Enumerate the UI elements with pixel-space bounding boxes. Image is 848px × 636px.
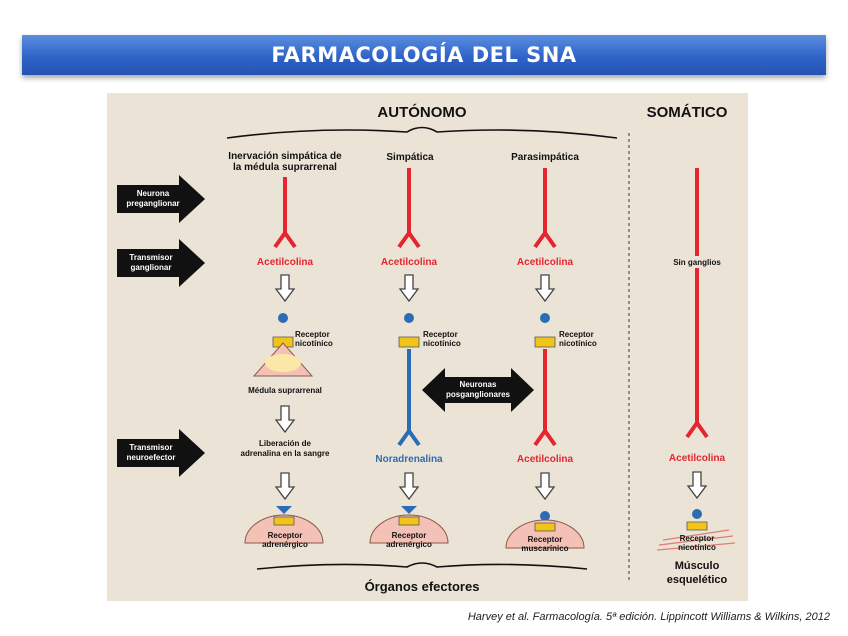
noradrenalina-label: Noradrenalina [375,454,443,465]
svg-text:ganglionar: ganglionar [131,263,172,272]
adrenalina-molecule [276,506,292,514]
nicotinic-receptor [272,336,294,348]
svg-text:preganglionar: preganglionar [126,199,179,208]
musculo-l2: esquelético [667,574,728,586]
medula-label: Médula suprarrenal [248,386,322,395]
svg-text:Acetilcolina: Acetilcolina [517,257,574,268]
svg-text:Receptor: Receptor [268,531,303,540]
row-transmisor-neuroefector: Transmisor neuroefector [117,429,205,477]
row-neurona-preganglionar: Neurona preganglionar [117,175,205,223]
row-transmisor-ganglionar: Transmisor ganglionar [117,239,205,287]
organos-label: Órganos efectores [365,579,480,594]
svg-text:Receptor: Receptor [680,534,715,543]
col-simpatica: Simpática [386,152,434,163]
svg-text:Receptor: Receptor [528,535,563,544]
muscarinic-receptor [534,522,556,532]
sin-ganglios-label: Sin ganglios [673,258,721,267]
svg-text:posganglionares: posganglionares [446,390,511,399]
col-medula-pathway: Acetilcolina Receptor nicotínico Médula … [241,177,333,549]
col-medula-l2: la médula suprarrenal [233,162,337,173]
svg-text:nicotínico: nicotínico [559,339,597,348]
svg-text:Transmisor: Transmisor [129,253,172,262]
page-title: FARMACOLOGÍA DEL SNA [271,43,577,67]
svg-text:Neurona: Neurona [137,189,170,198]
svg-text:Neuronas: Neuronas [460,380,497,389]
diagram-canvas: AUTÓNOMO SOMÁTICO Inervación simpática d… [117,103,736,594]
svg-text:muscarínico: muscarínico [521,544,568,553]
sna-diagram: AUTÓNOMO SOMÁTICO Inervación simpática d… [107,93,748,601]
svg-text:adrenalina en la sangre: adrenalina en la sangre [241,449,330,458]
neuronas-posganglionares: Neuronas posganglionares [422,368,534,412]
section-autonomo: AUTÓNOMO [377,103,466,121]
svg-text:Acetilcolina: Acetilcolina [381,257,438,268]
musculo-l1: Músculo [675,560,720,572]
adrenergic-receptor [273,516,295,526]
svg-text:Acetilcolina: Acetilcolina [669,453,726,464]
svg-text:Transmisor: Transmisor [129,443,172,452]
col-somatico-pathway: Sin ganglios Acetilcolina Receptor nicot… [656,168,736,586]
title-banner: FARMACOLOGÍA DEL SNA [22,35,826,75]
col-simpatica-pathway: Acetilcolina Receptor nicotínico Noradre… [369,168,461,549]
somatic-nicotinic-receptor [686,521,708,531]
muscle-fibers [656,529,736,551]
organos-brace [256,562,588,570]
ach-molecule [278,313,288,323]
col-medula-l1: Inervación simpática de [228,151,342,162]
effector-organ-2 [369,514,449,544]
svg-text:Receptor: Receptor [295,330,330,339]
svg-text:Receptor: Receptor [423,330,458,339]
svg-text:nicotínico: nicotínico [295,339,333,348]
svg-text:nicotínico: nicotínico [423,339,461,348]
svg-text:nicotínico: nicotínico [678,543,716,552]
citation: Harvey et al. Farmacología. 5ª edición. … [467,611,830,623]
autonomo-brace [226,126,618,139]
svg-text:Acetilcolina: Acetilcolina [517,454,574,465]
effector-organ-1 [244,514,324,544]
section-somatico: SOMÁTICO [647,104,728,121]
svg-text:Receptor: Receptor [559,330,594,339]
svg-text:adrenérgico: adrenérgico [262,540,308,549]
svg-text:Receptor: Receptor [392,531,427,540]
col-parasimpatica-pathway: Acetilcolina Receptor nicotínico Acetilc… [505,168,597,553]
svg-text:Liberación de: Liberación de [259,439,312,448]
svg-text:neuroefector: neuroefector [127,453,176,462]
effector-organ-3 [505,519,585,549]
col-parasimpatica: Parasimpática [511,152,579,163]
svg-text:adrenérgico: adrenérgico [386,540,432,549]
ach-medula: Acetilcolina [257,257,314,268]
